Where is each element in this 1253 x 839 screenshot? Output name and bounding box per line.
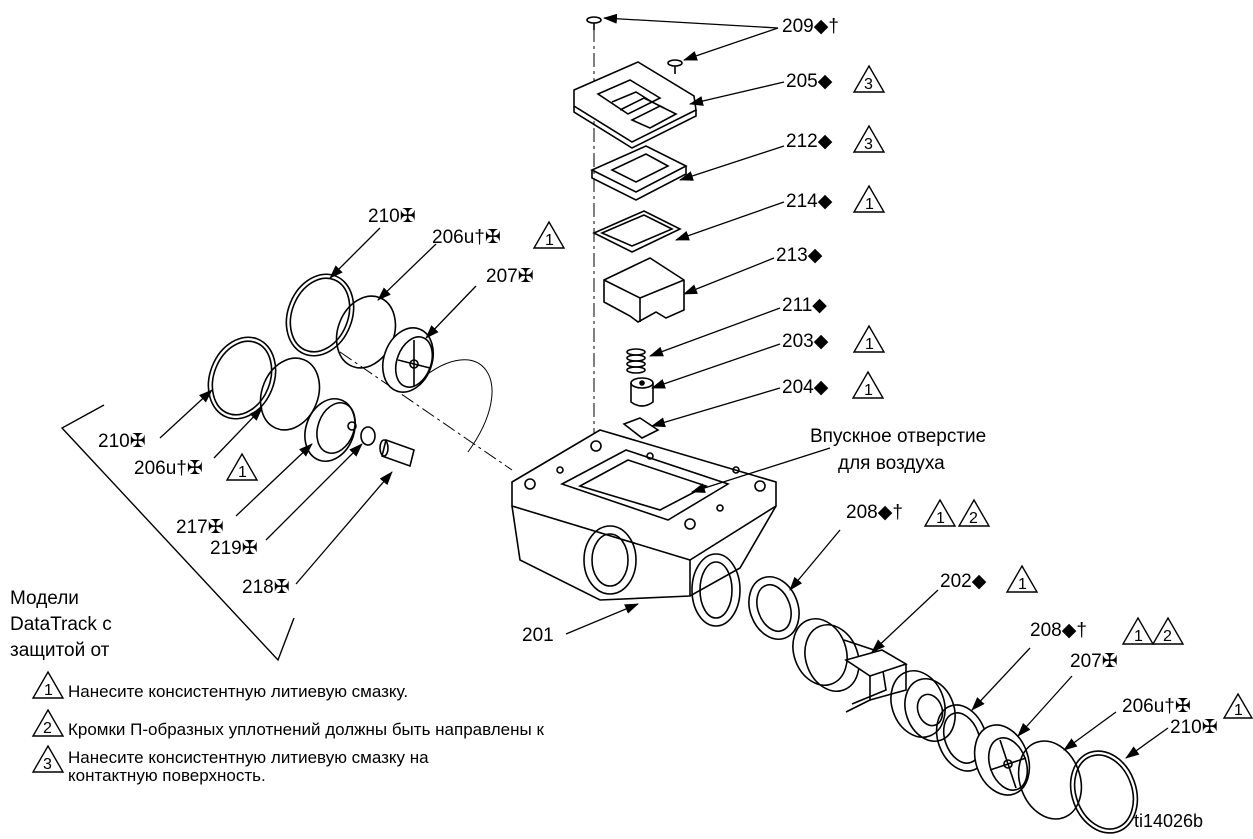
label-217: 217✠ <box>176 517 224 538</box>
ring-210-left <box>207 336 277 420</box>
svg-text:3: 3 <box>864 76 873 93</box>
cover-plate-205 <box>573 61 697 149</box>
svg-text:2: 2 <box>43 720 52 737</box>
note-marker-3: 3 <box>852 124 886 153</box>
note-marker-1: 1 <box>852 324 886 353</box>
label-210-left: 210✠ <box>98 431 146 452</box>
svg-text:1: 1 <box>865 336 874 353</box>
label-213: 213◆ <box>776 245 823 266</box>
gasket-214 <box>592 210 682 253</box>
piston-203 <box>630 377 654 407</box>
label-air-inlet-1: Впускное отверстие <box>810 426 987 447</box>
label-208-top: 208◆† <box>846 502 903 523</box>
svg-text:1: 1 <box>1134 628 1143 645</box>
svg-text:1: 1 <box>865 196 874 213</box>
side-note-line3: защитой от <box>10 640 110 661</box>
note-marker-3: 3 <box>852 64 886 93</box>
label-204: 204◆ <box>782 377 829 398</box>
label-206-left: 206u†✠ <box>134 458 203 479</box>
svg-text:3: 3 <box>43 756 52 773</box>
label-210-bottom: 210✠ <box>1170 717 1218 738</box>
note-markers: 3 3 1 1 1 1 1 1 2 1 1 2 <box>31 64 1253 773</box>
label-214: 214◆ <box>786 191 833 212</box>
housing-201 <box>511 429 777 627</box>
side-note-line2: DataTrack с <box>10 614 112 635</box>
seal-208-top <box>748 576 800 640</box>
ring-210-top <box>285 273 355 357</box>
legend-note-1: Нанесите консистентную литиевую смазку. <box>68 682 409 701</box>
valve-body-213 <box>603 257 685 323</box>
legend-marker-3: 3 <box>31 744 65 773</box>
legend-note-3: Нанесите консистентную литиевую смазку н… <box>68 748 429 767</box>
cap-207-bottom <box>973 724 1031 796</box>
svg-text:1: 1 <box>44 682 53 699</box>
note-marker-1: 1 <box>1222 692 1253 719</box>
label-207-bottom: 207✠ <box>1070 651 1118 672</box>
label-208-bottom: 208◆† <box>1030 620 1087 641</box>
label-206-bottom: 206u†✠ <box>1122 696 1191 717</box>
label-207-top: 207✠ <box>486 266 534 287</box>
note-marker-1: 1 <box>851 370 885 399</box>
part-217 <box>304 398 357 462</box>
leader-lines <box>159 13 1169 759</box>
side-note: Модели DataTrack с защитой от <box>10 586 112 664</box>
oring-206-left <box>259 357 321 431</box>
label-212: 212◆ <box>786 131 833 152</box>
oring-219 <box>360 426 376 446</box>
note-marker-1: 1 <box>1005 564 1039 593</box>
label-201: 201 <box>522 625 554 646</box>
note-marker-1: 1 <box>225 452 259 481</box>
svg-text:1: 1 <box>1018 576 1027 593</box>
screw-209-a <box>586 16 602 30</box>
label-211: 211◆ <box>782 295 827 316</box>
plate-204 <box>622 417 660 439</box>
note-marker-2: 2 <box>957 498 991 527</box>
svg-text:1: 1 <box>238 464 247 481</box>
screw-209-b <box>667 59 683 74</box>
label-203: 203◆ <box>782 331 829 352</box>
note-marker-1: 1 <box>852 184 886 213</box>
svg-text:1: 1 <box>1234 702 1243 719</box>
svg-text:2: 2 <box>969 510 978 527</box>
label-219: 219✠ <box>210 538 258 559</box>
figure-id: ti14026b <box>1134 811 1204 831</box>
svg-text:2: 2 <box>1163 628 1172 645</box>
label-air-inlet-2: для воздуха <box>838 453 945 474</box>
gasket-212 <box>590 145 688 201</box>
legend-marker-2: 2 <box>31 708 65 737</box>
note-marker-1: 1 <box>1121 616 1155 645</box>
svg-text:1: 1 <box>936 510 945 527</box>
label-210-top: 210✠ <box>368 206 416 227</box>
label-202: 202◆ <box>940 571 987 592</box>
legend-marker-1: 1 <box>31 670 65 699</box>
legend-note-2: Кромки П-образных уплотнений должны быть… <box>68 720 544 739</box>
spring-211 <box>626 348 646 374</box>
legend-note-3b: контактную поверхность. <box>68 766 266 785</box>
svg-text:1: 1 <box>545 232 554 249</box>
label-206-top: 206u†✠ <box>432 227 501 248</box>
cap-207-top <box>381 327 435 393</box>
svg-text:3: 3 <box>864 136 873 153</box>
side-note-line1: Модели <box>10 588 79 609</box>
label-218: 218✠ <box>242 577 290 598</box>
label-209: 209◆† <box>782 16 839 37</box>
ring-210-bottom <box>1069 750 1139 834</box>
shaft-202 <box>792 618 956 742</box>
pin-218 <box>379 438 415 468</box>
note-marker-1: 1 <box>923 498 957 527</box>
svg-text:1: 1 <box>864 382 873 399</box>
note-marker-2: 2 <box>1151 616 1185 645</box>
note-marker-1: 1 <box>532 220 566 249</box>
label-205: 205◆ <box>786 71 833 92</box>
